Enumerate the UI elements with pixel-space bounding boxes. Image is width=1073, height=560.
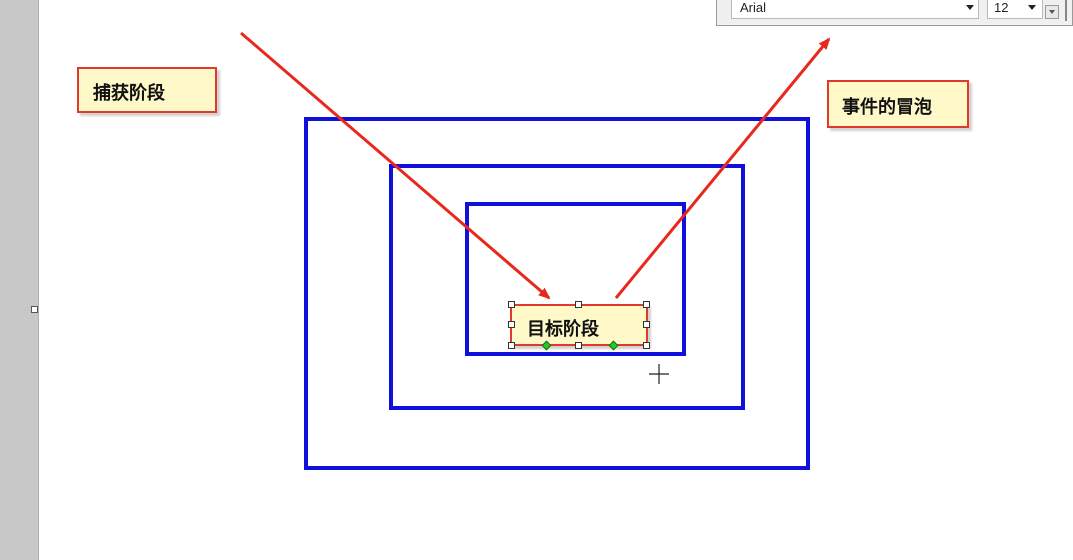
selection-handle-bottom-right[interactable] xyxy=(643,342,650,349)
font-family-select[interactable]: Arial xyxy=(731,0,979,19)
font-size-select[interactable]: 12 xyxy=(987,0,1043,19)
capture-phase-label: 捕获阶段 xyxy=(93,83,165,104)
capture-arrow[interactable] xyxy=(240,31,551,300)
font-size-value: 12 xyxy=(994,0,1009,15)
font-family-value: Arial xyxy=(740,0,767,15)
chevron-down-icon[interactable] xyxy=(1028,5,1036,10)
capture-phase-note[interactable]: 捕获阶段 xyxy=(77,67,217,113)
crosshair-cursor-icon xyxy=(649,364,669,384)
target-phase-label: 目标阶段 xyxy=(527,319,599,340)
bubble-phase-label: 事件的冒泡 xyxy=(842,97,932,118)
selection-handle-top[interactable] xyxy=(575,301,582,308)
chevron-down-icon[interactable] xyxy=(966,5,974,10)
page-resize-handle[interactable] xyxy=(31,306,38,313)
bubble-arrow[interactable] xyxy=(614,37,831,299)
selection-handle-left[interactable] xyxy=(508,321,515,328)
selection-handle-bottom-left[interactable] xyxy=(508,342,515,349)
bubble-phase-note[interactable]: 事件的冒泡 xyxy=(827,80,969,128)
left-ruler-gutter xyxy=(0,0,39,560)
selection-handle-top-left[interactable] xyxy=(508,301,515,308)
outer-frame[interactable] xyxy=(304,117,810,470)
font-size-spin-button[interactable] xyxy=(1045,5,1059,19)
selection-handle-bottom[interactable] xyxy=(575,342,582,349)
target-phase-note[interactable]: 目标阶段 xyxy=(510,304,648,346)
selection-handle-top-right[interactable] xyxy=(643,301,650,308)
font-toolbar: Arial 12 xyxy=(716,0,1073,26)
middle-frame[interactable] xyxy=(389,164,745,410)
selection-handle-right[interactable] xyxy=(643,321,650,328)
toolbar-divider xyxy=(1065,0,1067,21)
inner-frame[interactable] xyxy=(465,202,686,356)
